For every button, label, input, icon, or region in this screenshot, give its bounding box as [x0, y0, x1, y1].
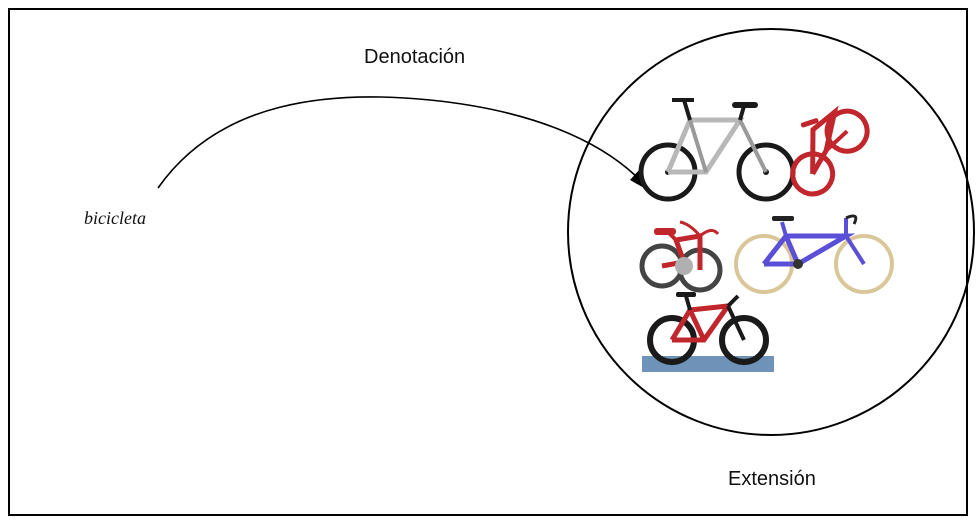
- bike-kids-red: [639, 220, 723, 293]
- bike-mountain-red: [647, 292, 769, 365]
- bike-road-blue: [734, 214, 894, 294]
- bike-red-small: [790, 105, 870, 197]
- extension-label: Extensión: [728, 468, 816, 490]
- denotation-label: Denotación: [364, 46, 466, 68]
- word-label: bicicleta: [84, 208, 146, 228]
- bike-mountain-silver: [638, 98, 796, 202]
- denotation-arrow-curve: [157, 96, 641, 189]
- extension-circle: [567, 28, 975, 436]
